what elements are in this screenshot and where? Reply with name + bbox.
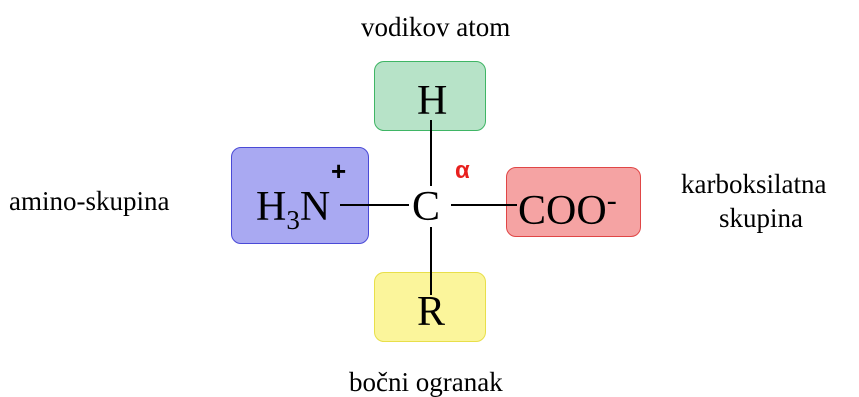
- side-chain-symbol: R: [417, 289, 446, 335]
- label-carboxylate-line2: skupina: [719, 203, 803, 233]
- label-carboxylate-line1: karboksilatna: [681, 169, 827, 199]
- amino-positive-charge: +: [331, 156, 347, 186]
- carboxylate-formula: COO-: [518, 184, 617, 234]
- hydrogen-box: [374, 61, 486, 131]
- amino-n: N: [299, 184, 331, 230]
- amino-subscript: 3: [286, 205, 300, 235]
- carboxylate-coo: COO: [518, 188, 607, 234]
- bond-c-n: [340, 204, 409, 206]
- label-amino-group: amino-skupina: [9, 186, 170, 216]
- carboxylate-negative-charge: -: [606, 184, 617, 217]
- bond-c-h: [430, 120, 432, 186]
- amino-box: [231, 147, 369, 244]
- label-side-chain: bočni ogranak: [349, 367, 503, 397]
- hydrogen-symbol: H: [417, 78, 448, 124]
- amino-formula: H3N: [256, 186, 330, 234]
- bond-c-cooh: [451, 204, 517, 206]
- alpha-carbon-symbol: C: [412, 184, 441, 230]
- label-hydrogen-atom: vodikov atom: [361, 12, 511, 42]
- bond-c-r: [430, 227, 432, 295]
- amino-h: H: [256, 184, 287, 230]
- side-chain-box: [374, 272, 486, 342]
- alpha-marker: α: [455, 157, 470, 184]
- carboxylate-box: [506, 167, 641, 237]
